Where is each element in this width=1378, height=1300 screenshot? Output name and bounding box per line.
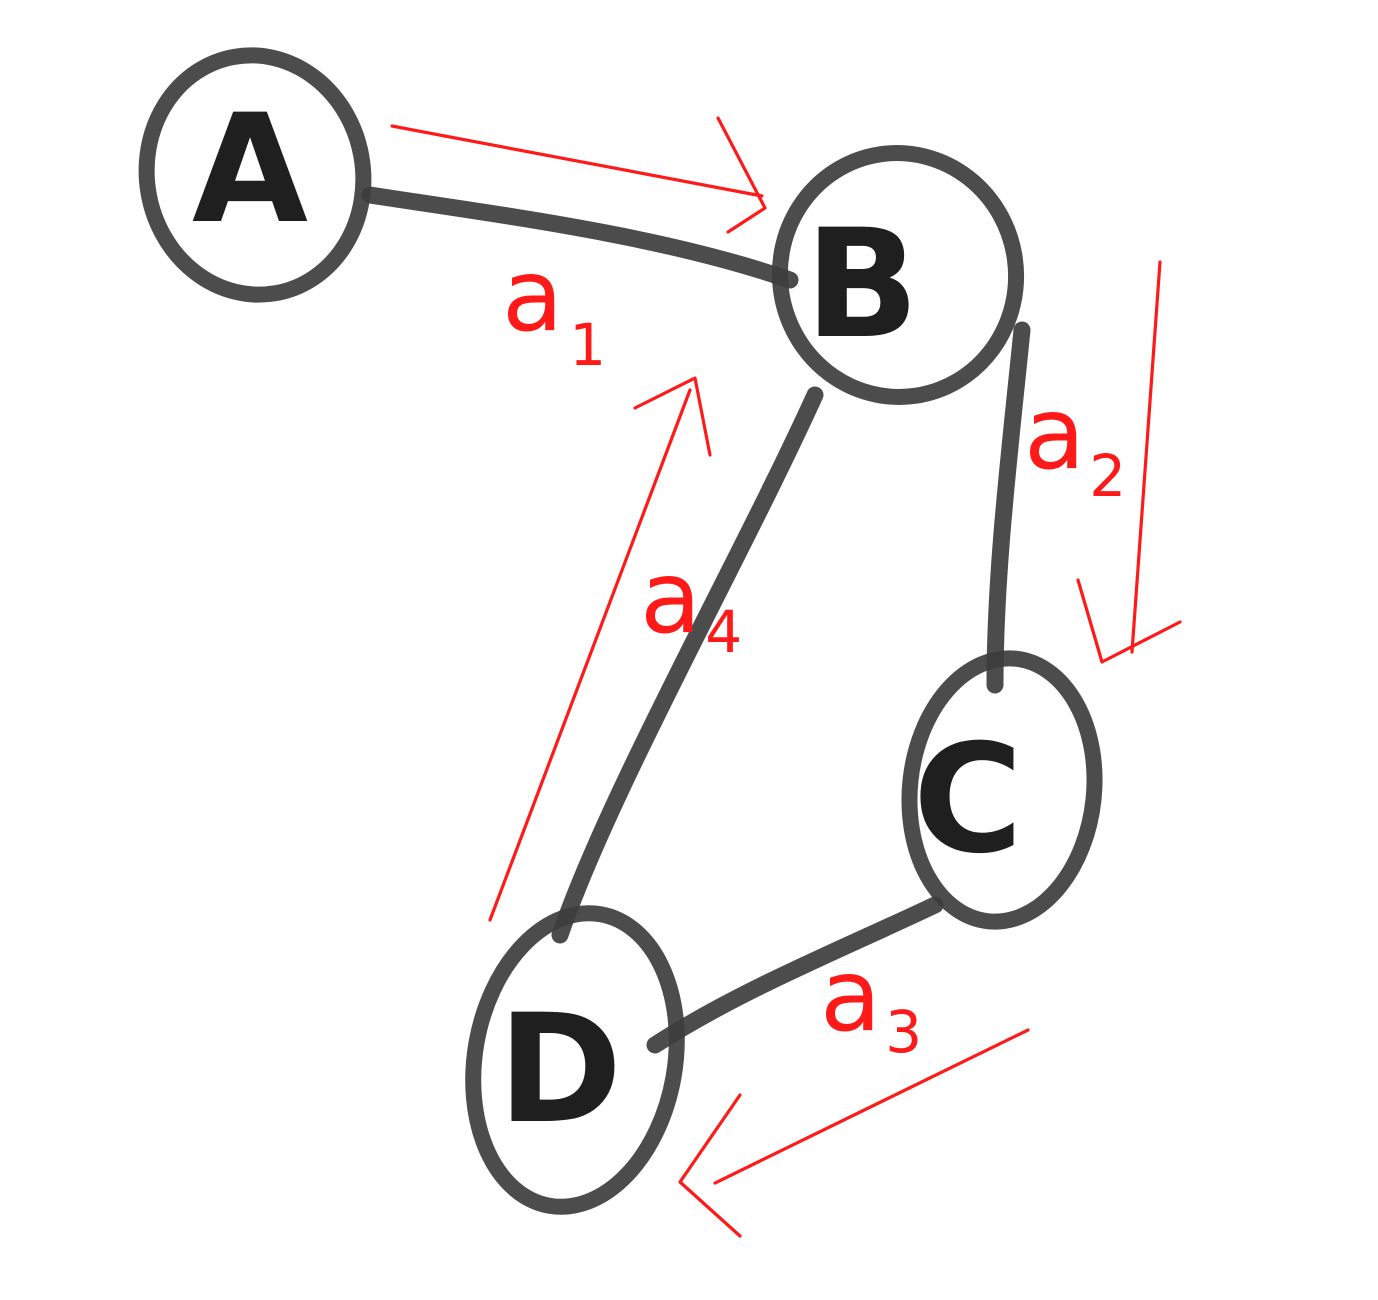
arrow-d-to-b <box>488 376 712 922</box>
node-b: B <box>771 145 1025 405</box>
node-c-label: C <box>913 713 1023 887</box>
node-a-label: A <box>192 83 308 257</box>
edge-c-d <box>646 896 944 1054</box>
arrow-b-to-c <box>1076 260 1182 664</box>
node-a: A <box>138 47 372 303</box>
edge-label-a4: a4 <box>640 539 742 666</box>
edge-label-a2: a2 <box>1024 375 1126 510</box>
edge-a-b <box>361 186 799 289</box>
arrow-c-to-d <box>678 1028 1030 1238</box>
edge-d-b <box>551 386 824 944</box>
edge-b-c <box>986 321 1031 694</box>
edge-label-a3: a3 <box>820 937 922 1066</box>
node-d: D <box>465 905 685 1215</box>
node-d-label: D <box>498 983 623 1157</box>
arrow-a-to-b <box>390 116 767 234</box>
node-c: C <box>901 650 1103 930</box>
node-b-label: B <box>805 198 919 372</box>
